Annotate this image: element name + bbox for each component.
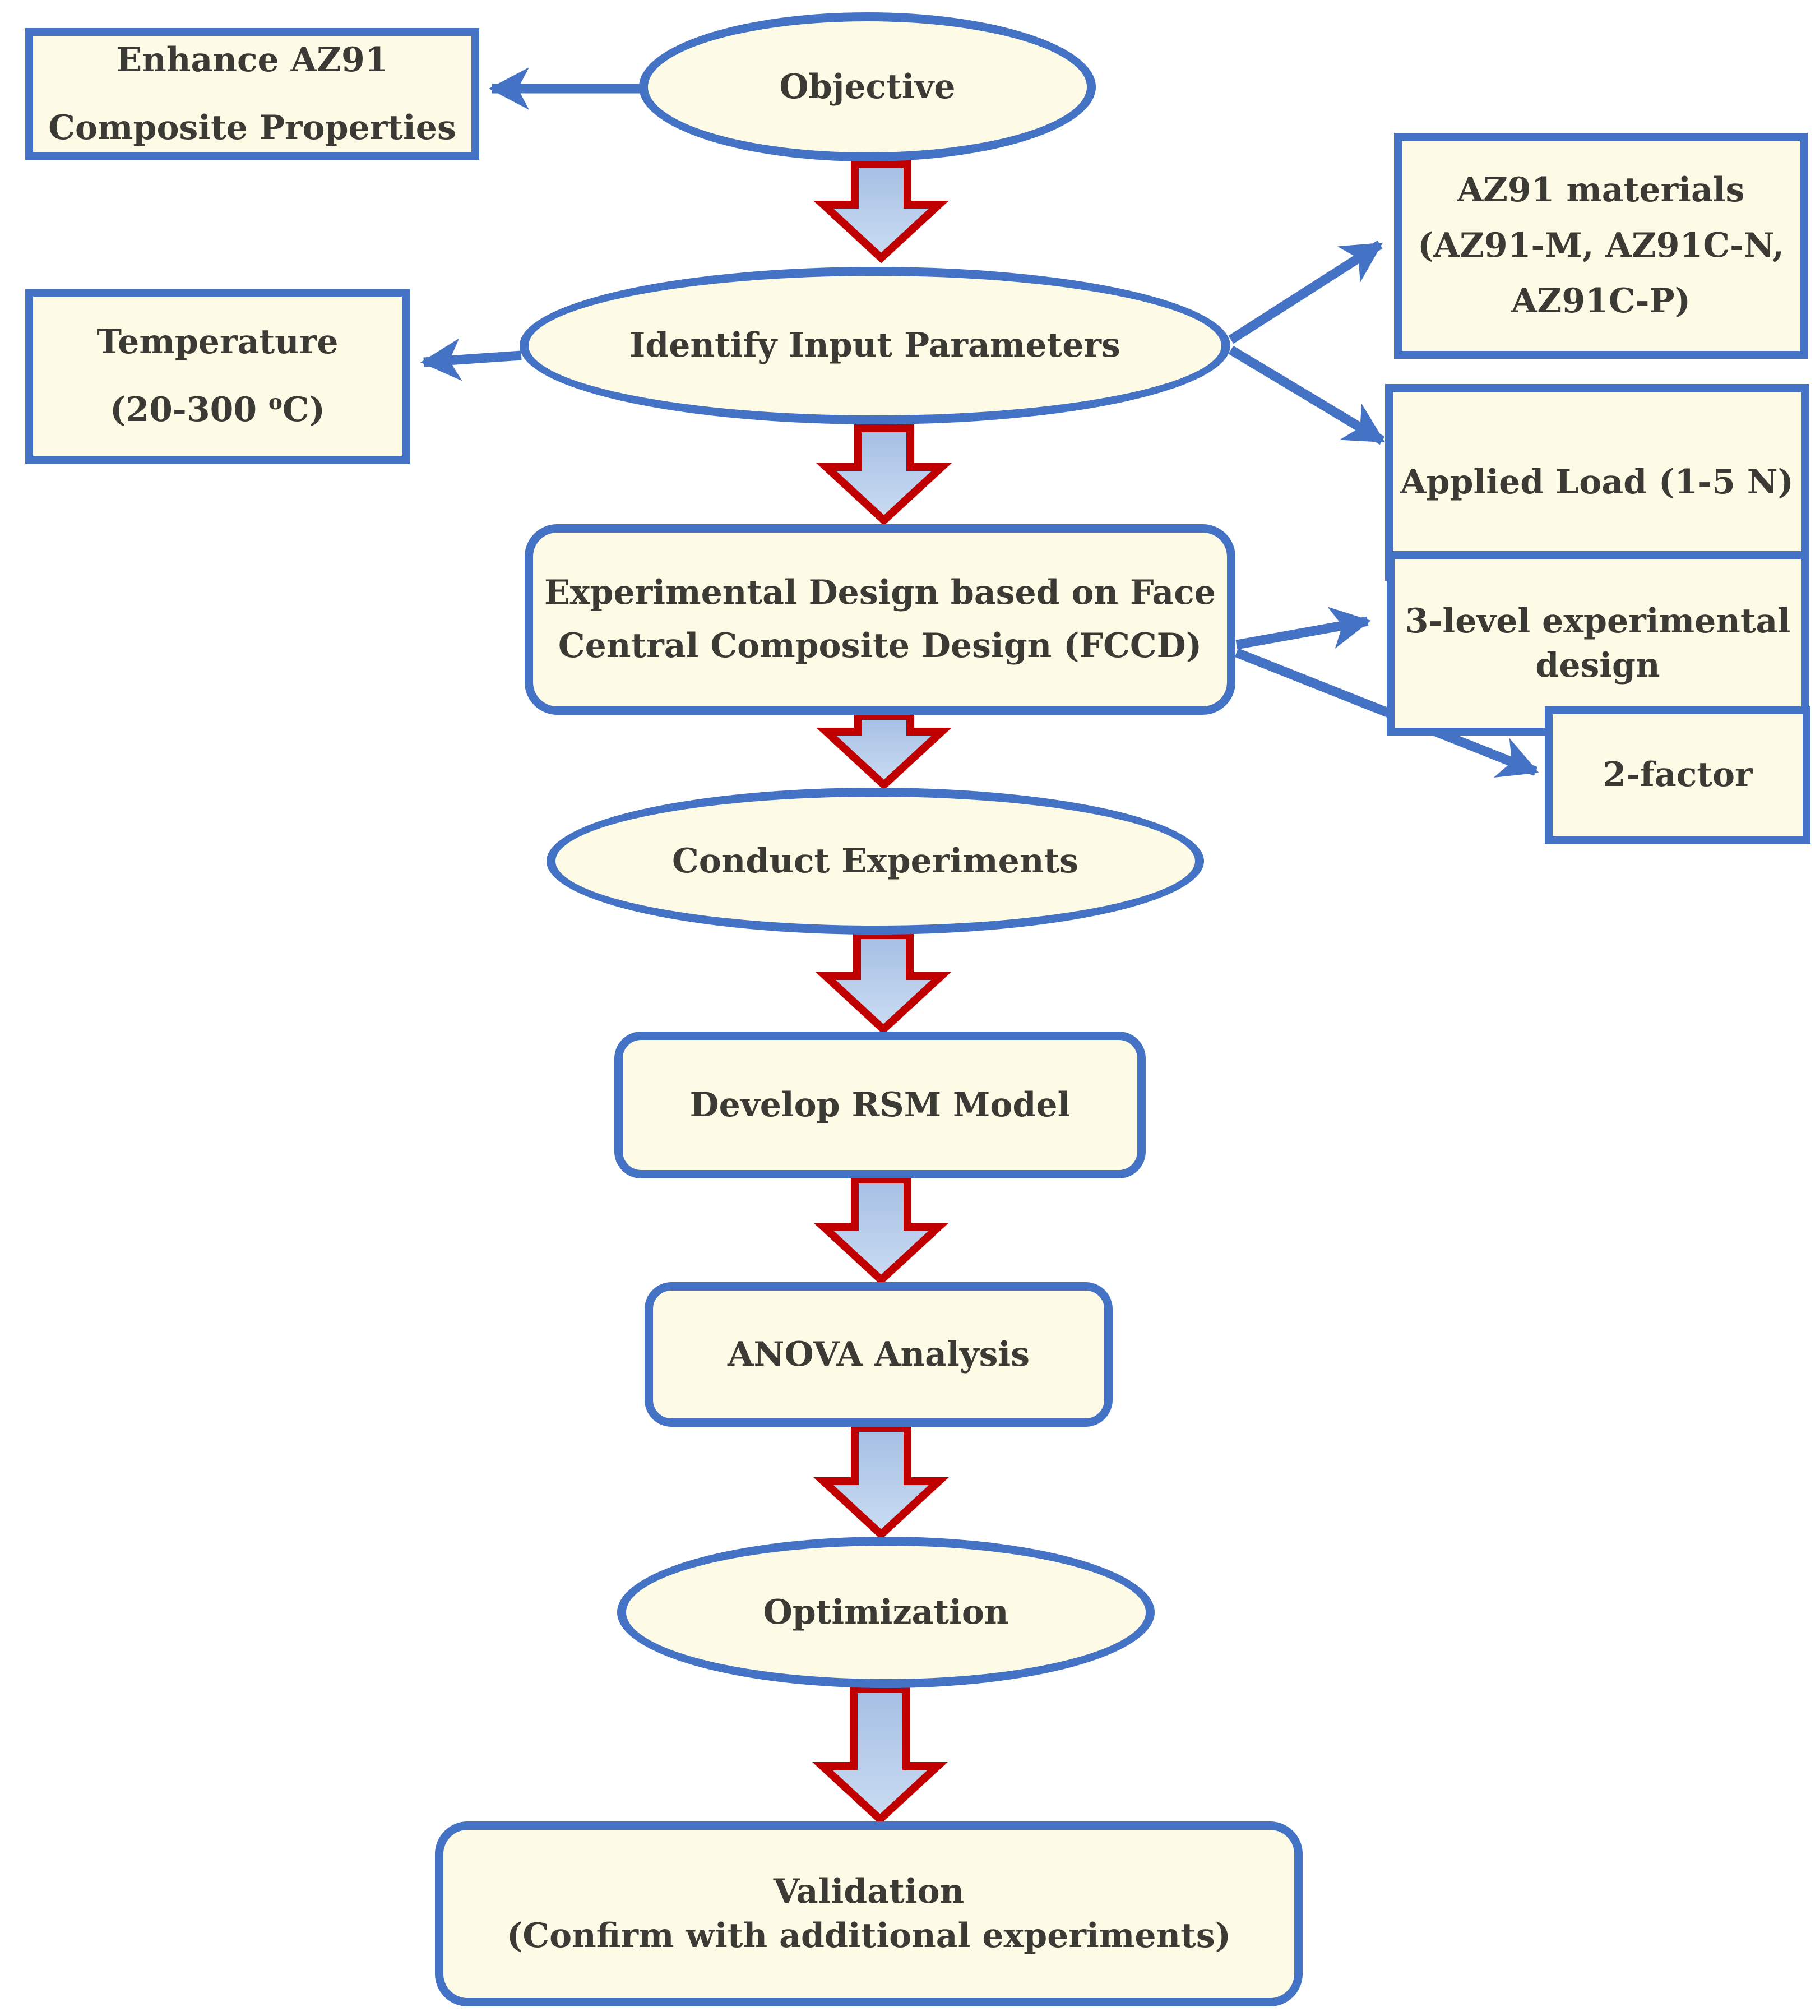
node-label-line: AZ91 materials xyxy=(1457,170,1745,210)
node-label-line: (AZ91-M, AZ91C-N, xyxy=(1418,226,1784,265)
node-fccd-experimental-design: Experimental Design based on Face Centra… xyxy=(525,524,1235,715)
node-label-line: Temperature xyxy=(96,322,339,362)
block-arrow-conduct-to-develop xyxy=(816,931,951,1035)
temperature-range-open: (20-300 xyxy=(110,390,268,429)
arrow-identify-to-temperature xyxy=(420,338,522,381)
node-enhance-az91-properties: Enhance AZ91 Composite Properties xyxy=(25,28,479,160)
node-label: Identify Input Parameters xyxy=(629,326,1120,365)
node-label-line: design xyxy=(1535,645,1660,685)
node-validation: Validation (Confirm with additional expe… xyxy=(435,1821,1303,2006)
node-label: Objective xyxy=(779,67,956,107)
node-label: 2-factor xyxy=(1603,755,1753,794)
node-label: ANOVA Analysis xyxy=(727,1334,1030,1374)
arrow-identify-to-az91-materials xyxy=(1228,240,1383,344)
block-arrow-optimization-to-validation xyxy=(812,1685,948,1825)
block-arrow-develop-to-anova xyxy=(813,1176,949,1286)
arrow-fccd-to-three-level xyxy=(1235,607,1371,650)
node-az91-materials: AZ91 materials (AZ91-M, AZ91C-N, AZ91C-P… xyxy=(1394,133,1808,359)
node-label: Conduct Experiments xyxy=(672,841,1078,881)
node-anova-analysis: ANOVA Analysis xyxy=(645,1282,1113,1427)
node-label: Applied Load (1-5 N) xyxy=(1400,463,1794,502)
arrow-fccd-to-two-factor xyxy=(1234,648,1539,778)
node-two-factor: 2-factor xyxy=(1545,706,1810,844)
node-label-line: 3-level experimental xyxy=(1405,601,1791,641)
node-develop-rsm-model: Develop RSM Model xyxy=(614,1032,1146,1178)
node-label: Optimization xyxy=(763,1592,1009,1632)
arrow-identify-to-applied-load xyxy=(1228,345,1386,445)
degree-superscript: o xyxy=(268,390,283,414)
block-arrow-objective-to-identify xyxy=(813,160,949,263)
node-label-line: (Confirm with additional experiments) xyxy=(507,1916,1231,1955)
temperature-range-close: C) xyxy=(282,390,325,429)
node-label-line: (20-300 oC) xyxy=(110,391,325,429)
node-conduct-experiments: Conduct Experiments xyxy=(547,788,1204,935)
node-label-line: AZ91C-P) xyxy=(1511,281,1691,321)
node-label: Develop RSM Model xyxy=(689,1085,1071,1125)
node-label-line: Validation xyxy=(773,1872,965,1911)
node-label-line: Composite Properties xyxy=(48,108,456,147)
node-identify-input-parameters: Identify Input Parameters xyxy=(520,267,1230,424)
node-objective: Objective xyxy=(639,12,1096,161)
node-temperature: Temperature (20-300 oC) xyxy=(25,289,410,464)
block-arrow-anova-to-optimization xyxy=(813,1424,949,1540)
block-arrow-identify-to-fccd xyxy=(816,424,952,526)
block-arrow-fccd-to-conduct xyxy=(816,712,952,790)
node-optimization: Optimization xyxy=(617,1537,1155,1688)
node-label-line: Experimental Design based on Face xyxy=(544,573,1216,612)
node-label-line: Central Composite Design (FCCD) xyxy=(558,626,1202,665)
node-label-line: Enhance AZ91 xyxy=(116,40,388,80)
